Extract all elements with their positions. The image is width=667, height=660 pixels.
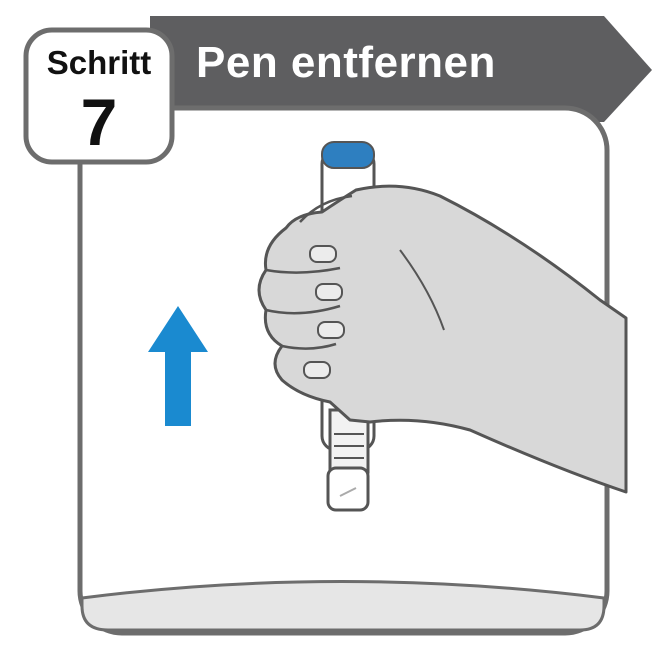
step-number: 7 [26, 84, 172, 160]
surface [82, 582, 604, 631]
pen-tip [328, 468, 368, 510]
pen-cap [322, 142, 374, 168]
step-label: Schritt [26, 44, 172, 82]
banner-title: Pen entfernen [196, 38, 496, 88]
